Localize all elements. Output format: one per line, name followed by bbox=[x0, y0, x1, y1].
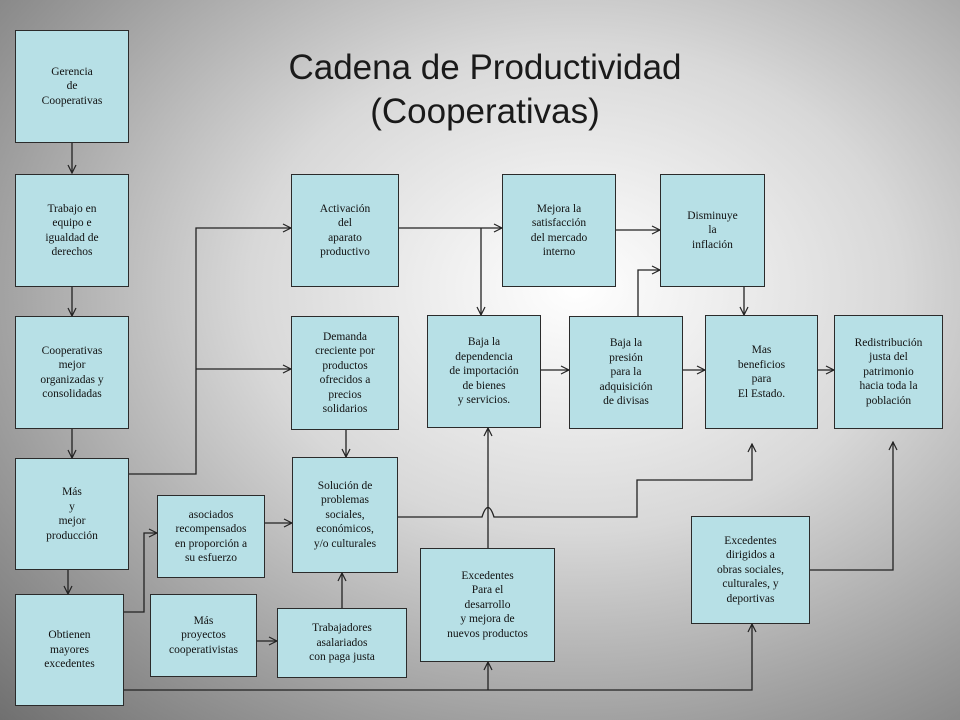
node-cooperativas-organizadas: Cooperativas mejor organizadas y consoli… bbox=[15, 316, 129, 429]
arrow-excedentes-to-asociados bbox=[124, 533, 157, 613]
node-asociados: asociados recompensados en proporción a … bbox=[157, 495, 265, 578]
node-excedentes-desarrollo: Excedentes Para el desarrollo y mejora d… bbox=[420, 548, 555, 662]
node-redistribucion-label: Redistribución justa del patrimonio haci… bbox=[854, 336, 923, 407]
node-demanda: Demanda creciente por productos ofrecido… bbox=[291, 316, 399, 430]
node-mas-proyectos: Más proyectos cooperativistas bbox=[150, 594, 257, 677]
node-trabajo-equipo-label: Trabajo en equipo e igualdad de derechos bbox=[45, 202, 99, 259]
node-baja-presion: Baja la presión para la adquisición de d… bbox=[569, 316, 683, 429]
arrow-presion-to-disminuye bbox=[637, 270, 660, 316]
arrow-obras-to-redistribucion bbox=[810, 442, 893, 571]
node-obtienen-excedentes-label: Obtienen mayores excedentes bbox=[44, 629, 95, 671]
node-asociados-label: asociados recompensados en proporción a … bbox=[174, 508, 248, 565]
node-activacion: Activación del aparato productivo bbox=[291, 174, 399, 287]
node-gerencia: Gerencia de Cooperativas bbox=[15, 30, 129, 143]
title-line-2: (Cooperativas) bbox=[370, 92, 600, 131]
node-baja-dependencia-label: Baja la dependencia de importación de bi… bbox=[449, 336, 519, 407]
node-excedentes-obras: Excedentes dirigidos a obras sociales, c… bbox=[691, 516, 810, 624]
arrow-produccion-to-activacion bbox=[128, 228, 291, 475]
node-trabajadores: Trabajadores asalariados con paga justa bbox=[277, 608, 407, 678]
arrow-excedentes-to-obras bbox=[124, 624, 752, 691]
node-mas-proyectos-label: Más proyectos cooperativistas bbox=[169, 614, 238, 656]
node-activacion-label: Activación del aparato productivo bbox=[319, 202, 371, 259]
node-excedentes-obras-label: Excedentes dirigidos a obras sociales, c… bbox=[716, 534, 785, 605]
node-trabajadores-label: Trabajadores asalariados con paga justa bbox=[309, 622, 375, 664]
node-excedentes-desarrollo-label: Excedentes Para el desarrollo y mejora d… bbox=[447, 569, 528, 640]
node-mas-produccion: Más y mejor producción bbox=[15, 458, 129, 570]
node-mas-produccion-label: Más y mejor producción bbox=[46, 486, 98, 542]
node-obtienen-excedentes: Obtienen mayores excedentes bbox=[15, 594, 124, 706]
arrow-solucion-to-beneficios bbox=[398, 444, 752, 518]
node-mejora-label: Mejora la satisfacción del mercado inter… bbox=[530, 202, 588, 259]
node-demanda-label: Demanda creciente por productos ofrecido… bbox=[315, 330, 375, 416]
node-mas-beneficios: Mas beneficios para El Estado. bbox=[705, 315, 818, 429]
node-cooperativas-organizadas-label: Cooperativas mejor organizadas y consoli… bbox=[40, 344, 104, 401]
node-disminuye: Disminuye la inflación bbox=[660, 174, 765, 287]
title-line-1: Cadena de Productividad bbox=[288, 48, 682, 87]
node-solucion-label: Solución de problemas sociales, económic… bbox=[313, 479, 377, 550]
node-baja-presion-label: Baja la presión para la adquisición de d… bbox=[599, 337, 653, 408]
node-mejora: Mejora la satisfacción del mercado inter… bbox=[502, 174, 616, 287]
node-gerencia-label: Gerencia de Cooperativas bbox=[41, 65, 103, 107]
node-disminuye-label: Disminuye la inflación bbox=[687, 209, 738, 251]
node-trabajo-equipo: Trabajo en equipo e igualdad de derechos bbox=[15, 174, 129, 287]
node-baja-dependencia: Baja la dependencia de importación de bi… bbox=[427, 315, 541, 428]
node-redistribucion: Redistribución justa del patrimonio haci… bbox=[834, 315, 943, 429]
diagram-title: Cadena de Productividad (Cooperativas) bbox=[230, 46, 740, 134]
node-mas-beneficios-label: Mas beneficios para El Estado. bbox=[737, 344, 786, 400]
node-solucion: Solución de problemas sociales, económic… bbox=[292, 457, 398, 573]
